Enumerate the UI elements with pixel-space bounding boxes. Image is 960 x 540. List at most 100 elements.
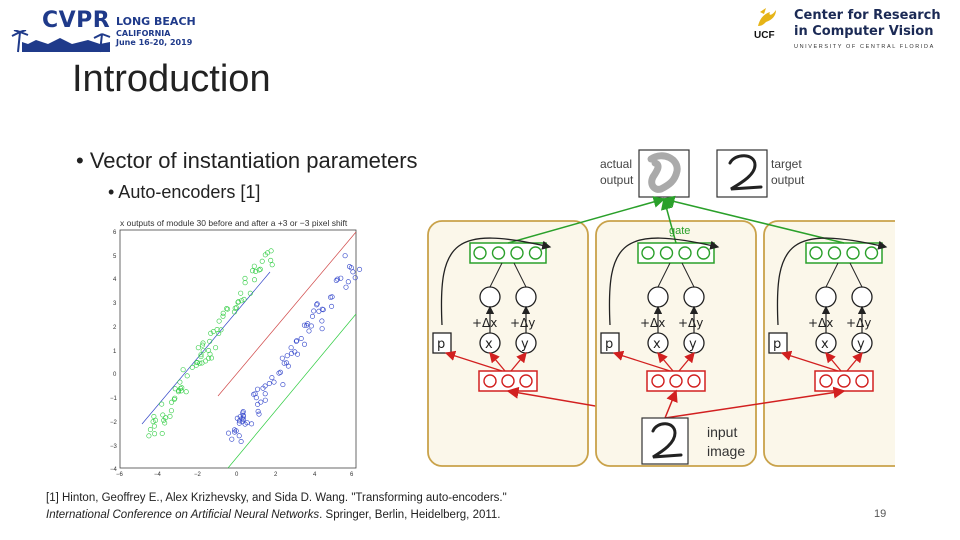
scatter-point bbox=[284, 360, 290, 366]
output-unit bbox=[528, 246, 543, 260]
red-arrow-x bbox=[825, 352, 842, 372]
input-to-capsule-arrow bbox=[664, 386, 846, 419]
recognition-unit bbox=[669, 374, 683, 388]
scatter-point bbox=[347, 264, 353, 270]
delta-x-label: +Δx bbox=[472, 316, 497, 330]
scatter-point bbox=[216, 318, 222, 324]
scatter-point bbox=[280, 382, 286, 388]
scatter-point bbox=[235, 299, 241, 305]
scatter-point bbox=[231, 309, 237, 315]
input-image-label-line1: input bbox=[707, 424, 737, 440]
fit-line-green bbox=[227, 313, 357, 469]
scatter-point bbox=[197, 360, 203, 366]
recognition-unit bbox=[483, 374, 497, 388]
scatter-point bbox=[258, 399, 264, 405]
bullet-auto-encoders: • Auto-encoders [1] bbox=[108, 182, 261, 202]
digit-two-shape bbox=[728, 154, 763, 191]
scatter-point bbox=[319, 306, 325, 312]
pegasus-icon bbox=[758, 8, 776, 26]
actual-output-label-line2: output bbox=[600, 173, 634, 187]
scatter-point bbox=[285, 363, 291, 369]
scatter-point bbox=[207, 338, 213, 344]
x-tick-label: 6 bbox=[350, 472, 354, 478]
scatter-point bbox=[276, 370, 282, 376]
input-to-capsule-arrow bbox=[664, 389, 678, 419]
hidden-arrow bbox=[681, 262, 695, 288]
scatter-point bbox=[279, 355, 285, 361]
scatter-point bbox=[252, 277, 258, 283]
scatter-point bbox=[335, 276, 341, 282]
scatter-point bbox=[238, 439, 244, 445]
scatter-point bbox=[232, 305, 238, 311]
output-unit bbox=[678, 246, 692, 260]
scatter-point bbox=[350, 269, 356, 275]
gate-arrow bbox=[776, 237, 888, 326]
hidden-arrow bbox=[849, 262, 863, 288]
fit-line-red bbox=[217, 231, 357, 397]
input-digit-two-shape bbox=[651, 422, 683, 459]
generation-arrow-green bbox=[507, 196, 666, 244]
reference-venue: International Conference on Artificial N… bbox=[46, 508, 320, 521]
scatter-point bbox=[310, 313, 316, 319]
y-tick-label: −4 bbox=[110, 467, 118, 473]
scatter-point bbox=[236, 420, 242, 426]
recognition-unit bbox=[501, 374, 515, 388]
reference-line2: International Conference on Artificial N… bbox=[46, 507, 507, 524]
scatter-points bbox=[146, 248, 363, 445]
slide-title: Introduction bbox=[72, 58, 271, 100]
cvpr-city: LONG BEACH bbox=[116, 15, 196, 28]
x-label: x bbox=[653, 337, 661, 352]
scatter-point bbox=[208, 330, 214, 336]
x-tick-label: −4 bbox=[154, 472, 162, 478]
recognition-unit bbox=[519, 374, 533, 388]
scatter-point bbox=[220, 313, 226, 319]
scatter-point bbox=[257, 266, 263, 272]
scatter-point bbox=[180, 367, 186, 373]
red-arrow-x bbox=[489, 352, 506, 372]
cvpr-logo: CVPR LONG BEACH CALIFORNIA June 16-20, 2… bbox=[8, 6, 198, 54]
scatter-point bbox=[314, 302, 320, 308]
scatter-point bbox=[308, 323, 314, 329]
scatter-point bbox=[213, 345, 219, 351]
scatter-point bbox=[352, 275, 358, 281]
scatter-point bbox=[293, 338, 299, 344]
scatter-point bbox=[206, 355, 212, 361]
cvpr-location: LONG BEACH CALIFORNIA June 16-20, 2019 bbox=[116, 15, 196, 47]
scatter-point bbox=[320, 307, 326, 313]
scatter-frame bbox=[119, 229, 357, 469]
hidden-arrow bbox=[513, 262, 527, 288]
scatter-point bbox=[203, 358, 209, 364]
scatter-point bbox=[218, 327, 224, 333]
generation-arrow-green bbox=[662, 195, 845, 244]
hidden-unit bbox=[647, 286, 669, 308]
hidden-unit bbox=[815, 286, 837, 308]
scatter-point bbox=[251, 263, 257, 269]
scatter-point bbox=[338, 275, 344, 281]
probability-unit bbox=[432, 332, 452, 354]
scatter-point bbox=[255, 408, 261, 414]
scatter-point bbox=[210, 329, 216, 335]
scatter-point bbox=[329, 303, 335, 309]
scatter-point bbox=[240, 410, 246, 416]
scatter-point bbox=[262, 391, 268, 397]
palm-tree-icon bbox=[10, 30, 111, 53]
target-output-label-line2: output bbox=[771, 173, 805, 187]
red-arrow-y bbox=[846, 352, 863, 372]
p-label: p bbox=[605, 337, 613, 352]
gate-arrow bbox=[440, 237, 552, 326]
scatter-point bbox=[345, 279, 351, 285]
x-tick-label: −6 bbox=[116, 472, 124, 478]
scatter-point bbox=[269, 375, 275, 381]
scatter-point bbox=[328, 294, 334, 300]
page-number: 19 bbox=[874, 508, 887, 520]
output-unit bbox=[809, 246, 823, 260]
probability-unit bbox=[768, 332, 788, 354]
scatter-point bbox=[159, 431, 165, 437]
recognition-unit bbox=[837, 374, 851, 388]
scatter-point bbox=[229, 436, 235, 442]
cvpr-date: June 16-20, 2019 bbox=[116, 37, 193, 47]
scatter-point bbox=[172, 386, 178, 392]
scatter-point bbox=[294, 338, 300, 344]
